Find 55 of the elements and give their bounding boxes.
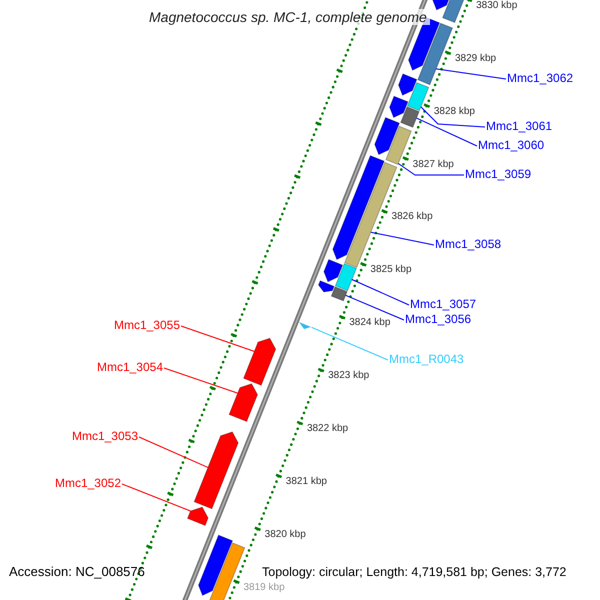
leader-line [122,484,191,512]
gene-marker [299,322,311,329]
genome-title: Magnetococcus sp. MC-1, complete genome [146,9,430,25]
leader-line [436,68,506,80]
gene-block [243,338,276,386]
leader-line [351,279,410,306]
leader-line [420,106,486,128]
gene-block [332,155,385,260]
gene-label: Mmc1_3061 [486,119,552,133]
gene-label: Mmc1_3053 [72,429,138,443]
scale-label: 3830 kbp [476,0,518,13]
accession-text: Accession: NC_008576 [9,564,145,580]
topology-text: Topology: circular; Length: 4,719,581 bp; Genes: 3,772 [262,564,566,580]
gene-block [374,116,400,156]
gene-block [398,73,418,96]
gene-block [318,280,335,292]
gene-block [385,126,412,166]
gene-block [198,534,234,596]
gene-label: Mmc1_3062 [507,71,574,85]
gene-label: Mmc1_3055 [114,318,180,332]
leader-line [311,326,388,360]
leader-line [398,163,464,176]
gene-block [389,96,408,118]
gene-block [228,383,258,422]
gene-block [406,82,430,112]
gene-label: Mmc1_3060 [478,138,544,152]
scale-label: 3821 kbp [286,474,327,489]
gene-label: Mmc1_3059 [465,167,532,181]
scale-label: 3823 kbp [328,369,370,384]
scale-label: 3828 kbp [434,104,475,119]
gene-block [194,431,239,510]
scale-label: 3825 kbp [370,263,412,278]
gene-block [400,106,420,128]
scale-label: 3826 kbp [392,210,433,224]
scale-label: 3819 kbp [244,580,285,595]
gene-label: Mmc1_3057 [410,297,476,311]
leader-line [370,232,434,246]
scale-label: 3827 kbp [412,158,454,172]
leader-line [416,118,478,146]
leader-line [164,368,238,394]
gene-block [186,506,209,526]
gene-block [334,263,357,292]
gene-label: Mmc1_3058 [435,237,502,251]
gene-label: Mmc1_3052 [54,476,121,490]
scale-label: 3824 kbp [349,316,390,330]
gene-label: Mmc1_3056 [405,312,472,326]
leader-line [180,326,255,352]
gene-block [330,286,348,302]
scale-label: 3829 kbp [454,52,496,66]
scale-label: 3822 kbp [306,422,348,436]
gene-label: Mmc1_R0043 [389,352,464,366]
leader-line [138,436,208,468]
scale-label: 3820 kbp [264,528,306,542]
gene-label: Mmc1_3054 [96,360,163,374]
leader-line [345,294,404,320]
